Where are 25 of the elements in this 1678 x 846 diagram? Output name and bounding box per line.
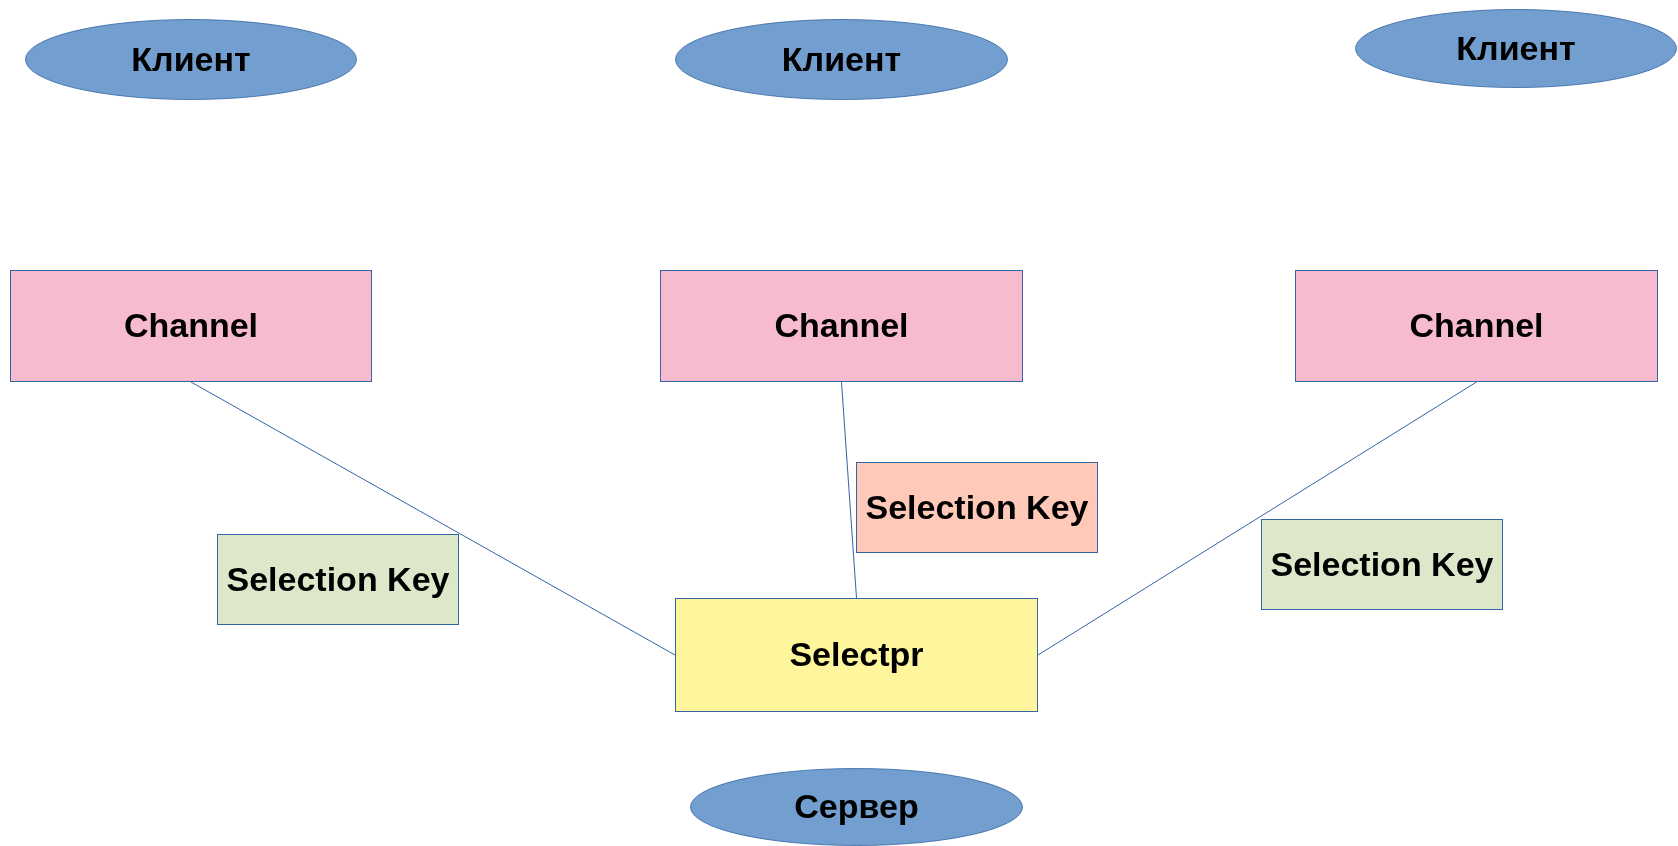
channel-box (1295, 270, 1658, 382)
selection-key-box (856, 462, 1098, 553)
server-ellipse (690, 768, 1023, 846)
node-label: Клиент (1456, 28, 1576, 69)
selection-key-box (217, 534, 459, 625)
connector-line (841, 381, 857, 599)
connector-line (1037, 381, 1477, 656)
node-label: Channel (1409, 306, 1544, 346)
connector-line (190, 381, 676, 656)
node-label: Сервер (794, 787, 919, 827)
selection-key-box (1261, 519, 1503, 610)
node-label: Channel (123, 306, 259, 346)
node-label: Клиент (131, 39, 251, 80)
node-label: Клиент (781, 39, 902, 80)
node-label: Channel (774, 306, 909, 346)
node-label: Selectpr (789, 635, 924, 675)
selector-box (675, 598, 1038, 712)
node-label: Selection Key (1270, 544, 1494, 585)
channel-box (10, 270, 372, 382)
client-ellipse (25, 19, 357, 100)
client-ellipse (1355, 9, 1677, 88)
node-label: Selection Key (865, 487, 1089, 528)
client-ellipse (675, 19, 1008, 100)
node-label: Selection Key (226, 559, 450, 600)
channel-box (660, 270, 1023, 382)
